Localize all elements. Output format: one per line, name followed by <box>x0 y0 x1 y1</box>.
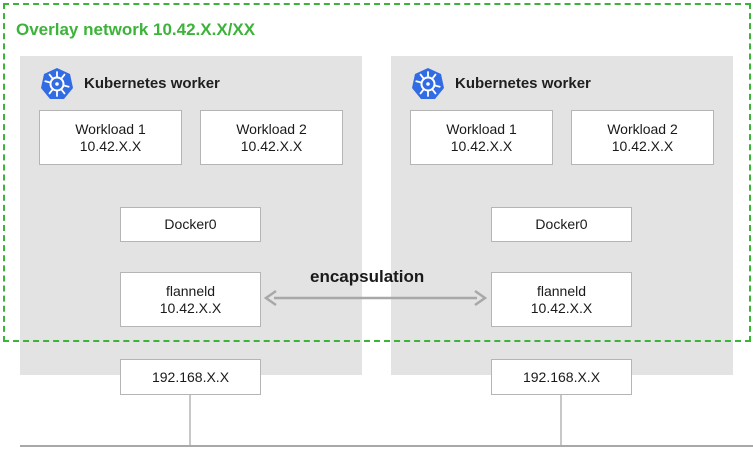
flanneld-ip: 10.42.X.X <box>530 299 593 316</box>
workload-1-name: Workload 1 <box>75 120 146 137</box>
workload-1-box-left: Workload 1 10.42.X.X <box>39 110 182 165</box>
worker-title-right: Kubernetes worker <box>455 75 591 92</box>
flanneld-name: flanneld <box>536 282 587 299</box>
workload-2-ip: 10.42.X.X <box>611 137 674 154</box>
flanneld-box-left: flanneld 10.42.X.X <box>120 272 261 327</box>
workload-2-box-right: Workload 2 10.42.X.X <box>571 110 714 165</box>
overlay-network-label: Overlay network 10.42.X.X/XX <box>16 20 256 39</box>
kubernetes-helm-icon <box>411 67 445 101</box>
docker0-box-right: Docker0 <box>491 207 632 242</box>
flanneld-box-right: flanneld 10.42.X.X <box>491 272 632 327</box>
host-ip-label: 192.168.X.X <box>151 368 230 385</box>
workload-1-name: Workload 1 <box>446 120 517 137</box>
kubernetes-helm-icon <box>40 67 74 101</box>
overlay-network-boundary <box>3 3 751 342</box>
docker0-label: Docker0 <box>164 216 217 232</box>
workload-1-ip: 10.42.X.X <box>79 137 142 154</box>
workload-2-name: Workload 2 <box>236 120 307 137</box>
host-ip-label: 192.168.X.X <box>522 368 601 385</box>
workload-2-ip: 10.42.X.X <box>240 137 303 154</box>
host-ip-box-left: 192.168.X.X <box>120 359 261 395</box>
worker-title-left: Kubernetes worker <box>84 75 220 92</box>
host-ip-box-right: 192.168.X.X <box>491 359 632 395</box>
encapsulation-label: encapsulation <box>310 267 425 286</box>
flanneld-ip: 10.42.X.X <box>159 299 222 316</box>
workload-1-ip: 10.42.X.X <box>450 137 513 154</box>
workload-2-name: Workload 2 <box>607 120 678 137</box>
workload-1-box-right: Workload 1 10.42.X.X <box>410 110 553 165</box>
docker0-label: Docker0 <box>535 216 588 232</box>
workload-2-box-left: Workload 2 10.42.X.X <box>200 110 343 165</box>
flanneld-name: flanneld <box>165 282 216 299</box>
docker0-box-left: Docker0 <box>120 207 261 242</box>
